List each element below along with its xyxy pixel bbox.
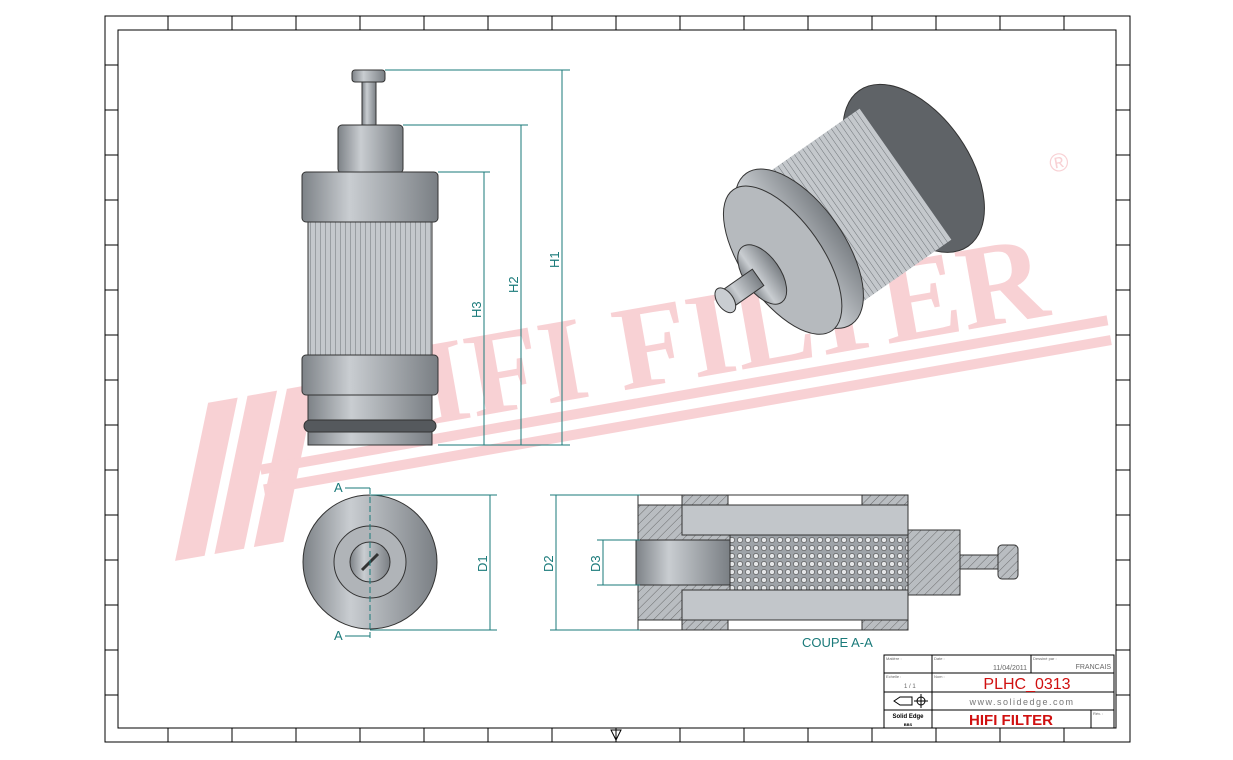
outer-border: [104, 15, 1131, 743]
section-marker-bottom: A: [334, 628, 343, 643]
scale-value: 1 / 1: [904, 684, 916, 690]
section-view: [635, 494, 1019, 631]
section-label: COUPE A-A: [802, 635, 873, 650]
section-marker-top: A: [334, 480, 343, 495]
h1-label: H1: [547, 251, 562, 268]
revision-label: Rév. :: [1093, 711, 1103, 716]
software-name: Solid Edge: [892, 714, 924, 720]
title-block: [883, 654, 1115, 729]
centering-mark: [610, 729, 622, 742]
height-dimensions: [385, 69, 570, 446]
d3-label: D3: [588, 555, 603, 572]
material-label: Matière :: [886, 656, 902, 661]
date-value: 11/04/2011: [993, 665, 1027, 672]
inner-border: [117, 29, 1117, 729]
date-label: Date :: [934, 656, 945, 661]
drawn-by-label: Dessiné par :: [1033, 656, 1057, 661]
d2-label: D2: [541, 555, 556, 572]
software-sub: BBS: [904, 722, 913, 727]
registered-mark: ®: [1047, 146, 1071, 179]
name-label: Nom :: [934, 674, 945, 679]
part-number: PLHC_0313: [983, 676, 1070, 693]
drawn-by-value: FRANCAIS: [1076, 664, 1112, 671]
brand-name: HIFI FILTER: [969, 712, 1053, 729]
end-view: [302, 488, 438, 640]
front-view: [301, 69, 439, 446]
scale-label: Echelle :: [886, 674, 901, 679]
website: www.solidedge.com: [968, 697, 1074, 707]
d1-label: D1: [475, 555, 490, 572]
h3-label: H3: [469, 301, 484, 318]
isometric-view: [714, 83, 985, 335]
h2-label: H2: [506, 276, 521, 293]
projection-symbol-icon: [893, 694, 928, 708]
